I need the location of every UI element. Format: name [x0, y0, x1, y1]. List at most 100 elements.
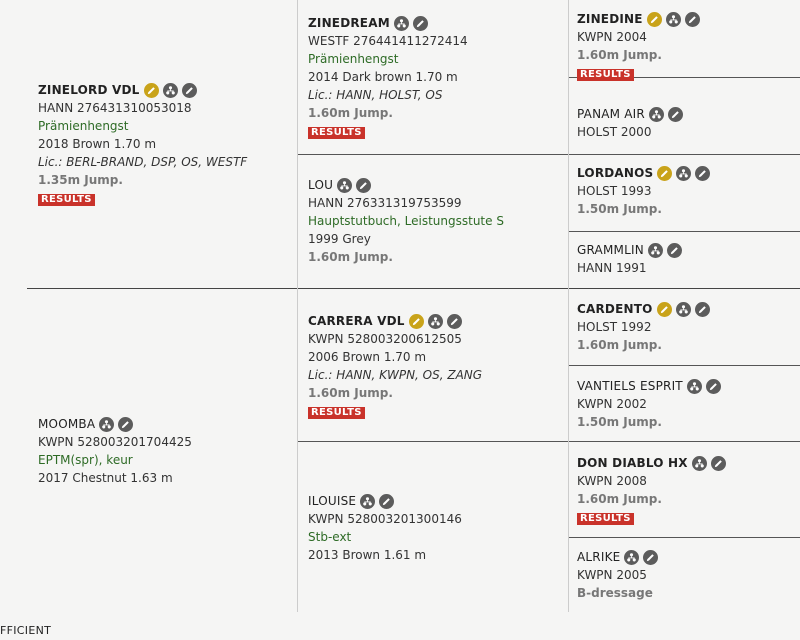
edit-pencil-icon[interactable]: [181, 82, 197, 98]
birth-info: 2006 Brown 1.70 m: [308, 350, 427, 364]
horse-name[interactable]: MOOMBA: [38, 417, 96, 431]
edit-pencil-icon[interactable]: [684, 11, 700, 27]
sport-level: 1.50m Jump.: [577, 415, 662, 429]
pedigree-tree-icon[interactable]: [337, 177, 353, 193]
horse-name-row: DON DIABLO HX: [577, 454, 726, 472]
registration-number: KWPN 2002: [577, 397, 647, 411]
horse-name[interactable]: ZINELORD VDL: [38, 83, 140, 97]
results-button[interactable]: RESULTS: [38, 194, 95, 206]
sire-badge-pencil-icon[interactable]: [646, 11, 662, 27]
horse-name-row: LORDANOS: [577, 164, 711, 182]
horse-name-row: PANAM AIR: [577, 105, 683, 123]
edit-pencil-icon[interactable]: [643, 549, 659, 565]
registration-number: KWPN 2008: [577, 474, 647, 488]
sport-level: 1.60m Jump.: [308, 386, 393, 400]
pedigree-tree-icon[interactable]: [624, 549, 640, 565]
horse-name[interactable]: ZINEDREAM: [308, 16, 390, 30]
edit-pencil-icon[interactable]: [694, 301, 710, 317]
horse-name[interactable]: CARRERA VDL: [308, 314, 405, 328]
pedigree-tree-icon[interactable]: [648, 106, 664, 122]
horse-name-row: GRAMMLIN: [577, 241, 682, 259]
registration-number: HANN 276331319753599: [308, 196, 462, 210]
edit-pencil-icon[interactable]: [705, 378, 721, 394]
birth-info: 2013 Brown 1.61 m: [308, 548, 427, 562]
horse-name-row: ALRIKE: [577, 548, 659, 566]
horse-name-row: LOU: [308, 176, 504, 194]
edit-pencil-icon[interactable]: [118, 416, 134, 432]
divider: [568, 365, 800, 366]
registration-number: KWPN 2005: [577, 568, 647, 582]
licensing-info: Lic.: HANN, HOLST, OS: [308, 88, 443, 102]
divider: [568, 537, 800, 538]
results-button[interactable]: RESULTS: [577, 69, 634, 81]
birth-info: 2018 Brown 1.70 m: [38, 137, 157, 151]
horse-name[interactable]: ZINEDINE: [577, 12, 643, 26]
horse-name-row: MOOMBA: [38, 415, 192, 433]
pedigree-tree-icon[interactable]: [99, 416, 115, 432]
divider: [297, 0, 298, 612]
divider: [568, 0, 569, 612]
edit-pencil-icon[interactable]: [667, 106, 683, 122]
pedigree-tree-icon[interactable]: [691, 455, 707, 471]
horse-name[interactable]: GRAMMLIN: [577, 243, 644, 257]
studbook-status: Hauptstutbuch, Leistungsstute S: [308, 214, 504, 228]
results-button[interactable]: RESULTS: [308, 127, 365, 139]
pedigree-tree-icon[interactable]: [676, 165, 692, 181]
pedigree-tree-icon[interactable]: [162, 82, 178, 98]
divider: [297, 441, 569, 442]
results-button[interactable]: RESULTS: [308, 407, 365, 419]
horse-name[interactable]: DON DIABLO HX: [577, 456, 688, 470]
horse-sds: LORDANOS HOLST 1993 1.50m Jump.: [577, 164, 711, 218]
sport-level: 1.60m Jump.: [308, 106, 393, 120]
results-button[interactable]: RESULTS: [577, 513, 634, 525]
sire-badge-pencil-icon[interactable]: [657, 165, 673, 181]
sire-badge-pencil-icon[interactable]: [656, 301, 672, 317]
pedigree-tree-icon[interactable]: [393, 15, 409, 31]
horse-name[interactable]: CARDENTO: [577, 302, 653, 316]
edit-pencil-icon[interactable]: [379, 493, 395, 509]
birth-info: 2017 Chestnut 1.63 m: [38, 471, 173, 485]
pedigree-tree-icon[interactable]: [360, 493, 376, 509]
results-row: RESULTS: [577, 64, 700, 82]
pedigree-tree-icon[interactable]: [427, 313, 443, 329]
edit-pencil-icon[interactable]: [356, 177, 372, 193]
pedigree-tree-icon[interactable]: [665, 11, 681, 27]
horse-name[interactable]: LOU: [308, 178, 334, 192]
registration-number: KWPN 2004: [577, 30, 647, 44]
pedigree-tree-icon[interactable]: [686, 378, 702, 394]
edit-pencil-icon[interactable]: [412, 15, 428, 31]
registration-number: WESTF 276441411272414: [308, 34, 468, 48]
results-row: RESULTS: [308, 402, 482, 420]
licensing-info: Lic.: HANN, KWPN, OS, ZANG: [308, 368, 483, 382]
birth-info: 1999 Grey: [308, 232, 371, 246]
divider: [568, 154, 800, 155]
edit-pencil-icon[interactable]: [710, 455, 726, 471]
horse-name[interactable]: ILOUISE: [308, 494, 357, 508]
studbook-status: Prämienhengst: [38, 119, 129, 133]
sire-badge-pencil-icon[interactable]: [143, 82, 159, 98]
edit-pencil-icon[interactable]: [695, 165, 711, 181]
horse-name-row: ZINEDINE: [577, 10, 700, 28]
pedigree-tree-icon[interactable]: [647, 242, 663, 258]
edit-pencil-icon[interactable]: [446, 313, 462, 329]
registration-number: HOLST 1993: [577, 184, 652, 198]
divider: [568, 77, 800, 78]
horse-name[interactable]: ALRIKE: [577, 550, 621, 564]
horse-name[interactable]: PANAM AIR: [577, 107, 645, 121]
horse-name-row: CARDENTO: [577, 300, 710, 318]
pedigree-tree-icon[interactable]: [675, 301, 691, 317]
edit-pencil-icon[interactable]: [666, 242, 682, 258]
horse-name[interactable]: LORDANOS: [577, 166, 654, 180]
sport-level: 1.50m Jump.: [577, 202, 662, 216]
divider: [568, 231, 800, 232]
horse-name[interactable]: VANTIELS ESPRIT: [577, 379, 683, 393]
sire-badge-pencil-icon[interactable]: [408, 313, 424, 329]
